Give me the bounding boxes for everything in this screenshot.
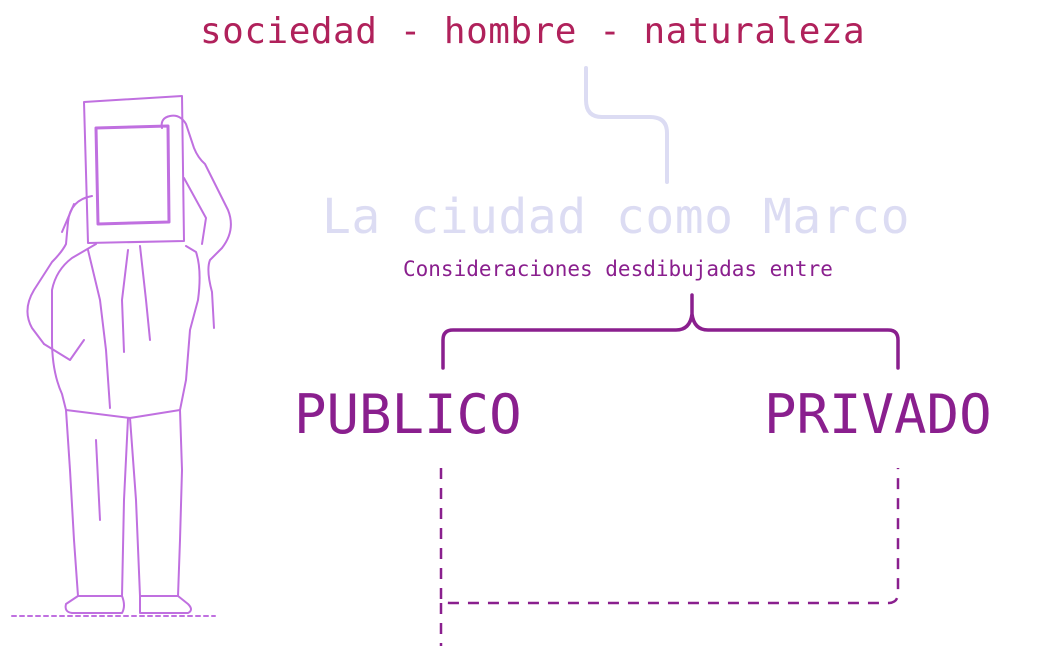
main-title: sociedad - hombre - naturaleza <box>200 11 866 52</box>
subtitle: La ciudad como Marco <box>322 189 910 245</box>
label-publico: PUBLICO <box>294 383 522 446</box>
title-connector <box>584 66 669 184</box>
dashed-connector <box>439 468 900 646</box>
label-privado: PRIVADO <box>764 383 992 446</box>
person-holding-frame-illustration <box>11 95 232 617</box>
grouping-brace <box>441 293 900 370</box>
caption: Consideraciones desdibujadas entre <box>403 257 833 281</box>
